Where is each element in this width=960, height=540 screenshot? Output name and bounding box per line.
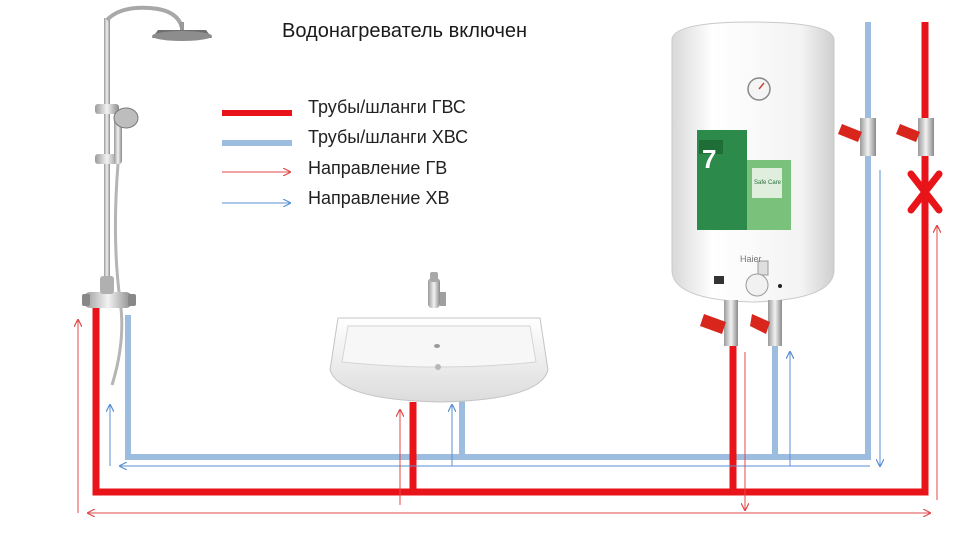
washbasin — [330, 272, 548, 402]
supply-valves — [838, 118, 934, 156]
shower-system — [82, 8, 212, 385]
heater-badge-label: 7 — [702, 144, 716, 174]
heater-brand-label: Haier — [740, 254, 762, 264]
heater-safe-label: Safe Care — [754, 180, 782, 186]
heater-outlet-valves — [700, 300, 782, 346]
